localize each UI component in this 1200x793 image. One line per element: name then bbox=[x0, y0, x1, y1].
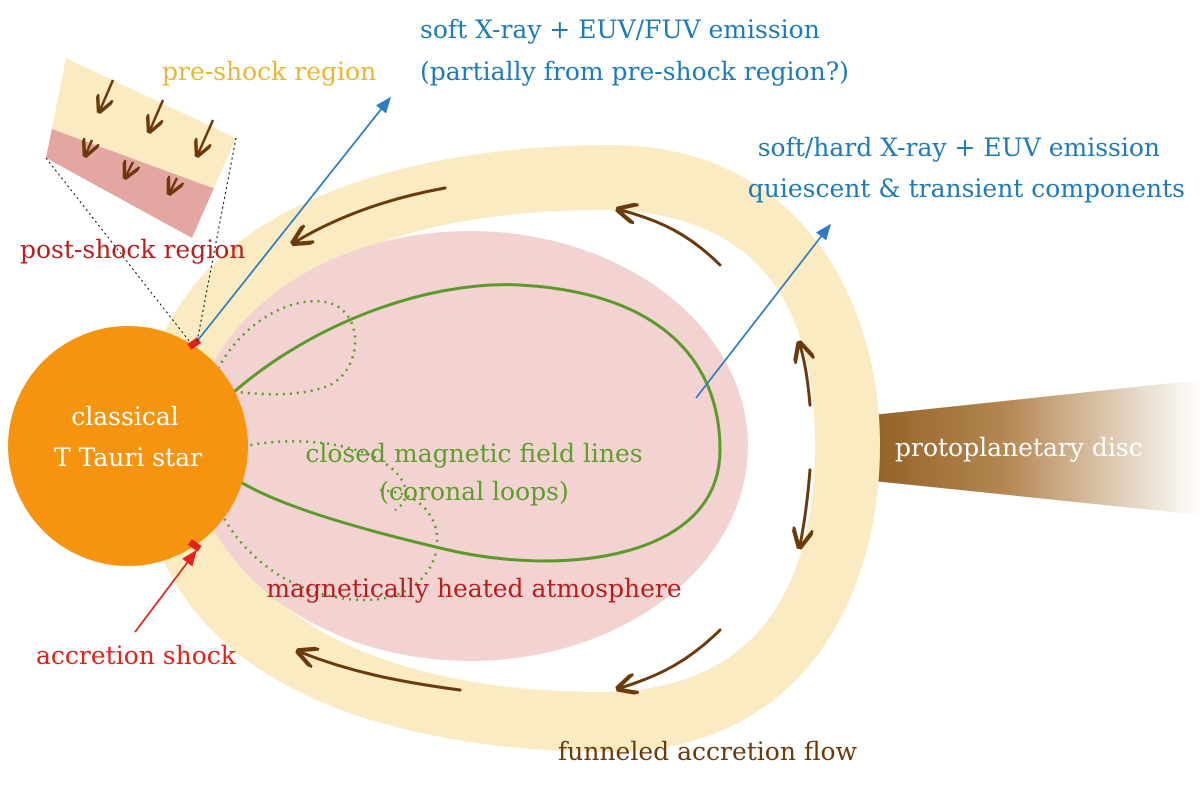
soft-xray-label-line1: soft X-ray + EUV/FUV emission bbox=[420, 15, 820, 44]
diagonal-arrow-icon bbox=[150, 99, 165, 130]
curved-arrow-icon bbox=[300, 652, 462, 692]
disc-label: protoplanetary disc bbox=[895, 433, 1143, 462]
diagonal-arrow-icon bbox=[100, 79, 115, 110]
accretion-shock-arrow bbox=[134, 549, 197, 633]
flow-arrows bbox=[295, 186, 810, 692]
straight-arrow-icon bbox=[695, 223, 831, 399]
diagonal-arrow-icon bbox=[86, 140, 92, 154]
inset-arrows bbox=[86, 79, 215, 192]
straight-arrow-icon bbox=[197, 96, 392, 341]
atmosphere-label: magnetically heated atmosphere bbox=[266, 574, 681, 603]
inset-guide-left bbox=[45, 157, 191, 343]
protoplanetary-disc bbox=[845, 380, 1200, 515]
diagonal-arrow-icon bbox=[170, 178, 177, 192]
curved-arrow-icon bbox=[620, 210, 722, 267]
hard-xray-label-line2: quiescent & transient components bbox=[748, 174, 1185, 203]
field-lines-label-line1: closed magnetic field lines bbox=[305, 439, 642, 468]
field-lines-label-line2: (coronal loops) bbox=[379, 477, 568, 506]
soft-xray-label-line2: (partially from pre-shock region?) bbox=[420, 57, 849, 86]
t-tauri-star bbox=[8, 326, 248, 566]
accretion-shock-marker-bottom bbox=[187, 539, 202, 552]
post-shock-label: post-shock region bbox=[20, 235, 245, 264]
star-label-line2: T Tauri star bbox=[54, 443, 202, 472]
curved-arrow-icon bbox=[800, 345, 810, 407]
closed-field-line bbox=[223, 283, 722, 563]
coronal-loop-upper bbox=[213, 299, 357, 396]
diagonal-arrow-icon bbox=[198, 119, 215, 154]
curved-arrow-icon bbox=[620, 628, 722, 688]
funneled-flow-label: funneled accretion flow bbox=[558, 737, 858, 766]
hard-xray-label-line1: soft/hard X-ray + EUV emission bbox=[758, 133, 1160, 162]
curved-arrow-icon bbox=[295, 186, 447, 242]
curved-arrow-icon bbox=[800, 468, 810, 545]
accretion-shock-label: accretion shock bbox=[36, 641, 237, 670]
pre-shock-label: pre-shock region bbox=[162, 57, 376, 86]
heated-atmosphere bbox=[192, 231, 748, 661]
diagonal-arrow-icon bbox=[126, 162, 133, 176]
star-label-line1: classical bbox=[71, 402, 178, 431]
